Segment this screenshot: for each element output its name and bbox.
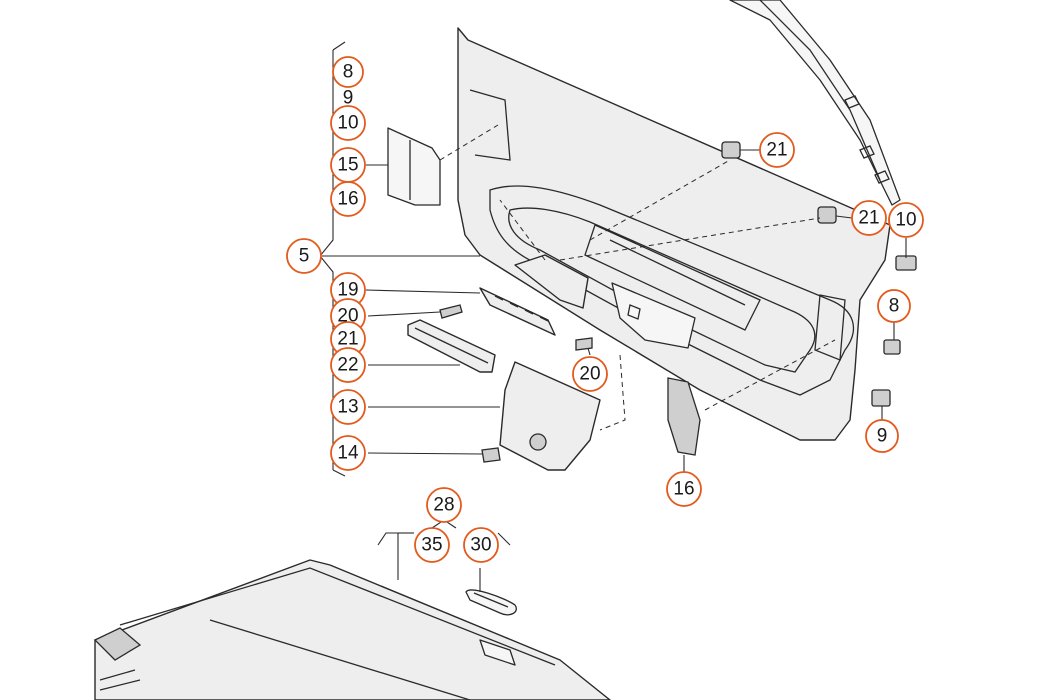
callout-10: 10 (330, 105, 366, 141)
leader-lines (322, 149, 907, 592)
svg-text:20: 20 (579, 364, 600, 385)
svg-text:20: 20 (337, 306, 358, 327)
svg-text:9: 9 (343, 88, 354, 109)
svg-text:14: 14 (337, 443, 359, 464)
callout-21: 21 (330, 321, 366, 357)
svg-text:16: 16 (673, 479, 694, 500)
callout-16-lower: 16 (666, 471, 702, 507)
clip-21-lower (817, 206, 837, 224)
trim-strip-16 (667, 377, 701, 456)
svg-text:13: 13 (337, 397, 358, 418)
alignment-lines (439, 124, 836, 431)
grip-insert-30 (465, 589, 517, 616)
cover-plate-13 (499, 361, 601, 471)
callout-21-lower: 21 (851, 200, 887, 236)
callout-30: 30 (463, 527, 499, 563)
svg-text:8: 8 (343, 62, 354, 83)
svg-text:8: 8 (889, 296, 900, 317)
svg-text:5: 5 (299, 246, 310, 267)
screw-20-mid (575, 337, 593, 351)
svg-text:35: 35 (421, 535, 442, 556)
svg-text:21: 21 (337, 329, 358, 350)
svg-text:10: 10 (337, 113, 358, 134)
callout-8: 8 (332, 56, 364, 88)
svg-text:15: 15 (337, 155, 358, 176)
trim-strip-15 (387, 127, 441, 206)
label-9: 9 (343, 88, 354, 109)
svg-text:30: 30 (470, 535, 491, 556)
rear-window-frame (729, 0, 901, 206)
callout-14: 14 (330, 435, 366, 471)
callout-5: 5 (286, 238, 322, 274)
luggage-cover (93, 559, 611, 700)
screw-20-upper (439, 304, 463, 319)
svg-text:16: 16 (337, 189, 358, 210)
callout-21-upper: 21 (759, 132, 795, 168)
clip-10 (895, 255, 917, 271)
clip-9 (871, 389, 891, 407)
callout-16: 16 (330, 181, 366, 217)
callout-22: 22 (330, 347, 366, 383)
svg-text:21: 21 (766, 140, 787, 161)
callout-19: 19 (330, 272, 366, 308)
callout-13: 13 (330, 389, 366, 425)
svg-text:22: 22 (337, 355, 358, 376)
callout-9-right: 9 (865, 419, 899, 453)
callout-10-right: 10 (888, 202, 924, 238)
callout-8-right: 8 (877, 289, 911, 323)
callout-20-mid: 20 (572, 356, 608, 392)
svg-text:21: 21 (858, 208, 879, 229)
svg-text:9: 9 (877, 426, 888, 447)
interior-light (514, 254, 589, 309)
screw-14 (481, 447, 501, 463)
left-callout-group: 8 9 10 15 16 5 19 20 21 (286, 56, 366, 471)
handle-recess (611, 282, 696, 349)
light-strip-19 (479, 287, 556, 336)
clip-8 (883, 339, 901, 355)
clip-21-upper (721, 141, 741, 159)
svg-text:19: 19 (337, 280, 358, 301)
handle-cover-22 (407, 319, 496, 373)
callout-15: 15 (330, 147, 366, 183)
callout-35: 35 (414, 527, 450, 563)
callout-28: 28 (426, 487, 462, 523)
tailgate-trim-panel (457, 27, 891, 441)
svg-text:28: 28 (433, 495, 454, 516)
svg-text:10: 10 (895, 210, 916, 231)
